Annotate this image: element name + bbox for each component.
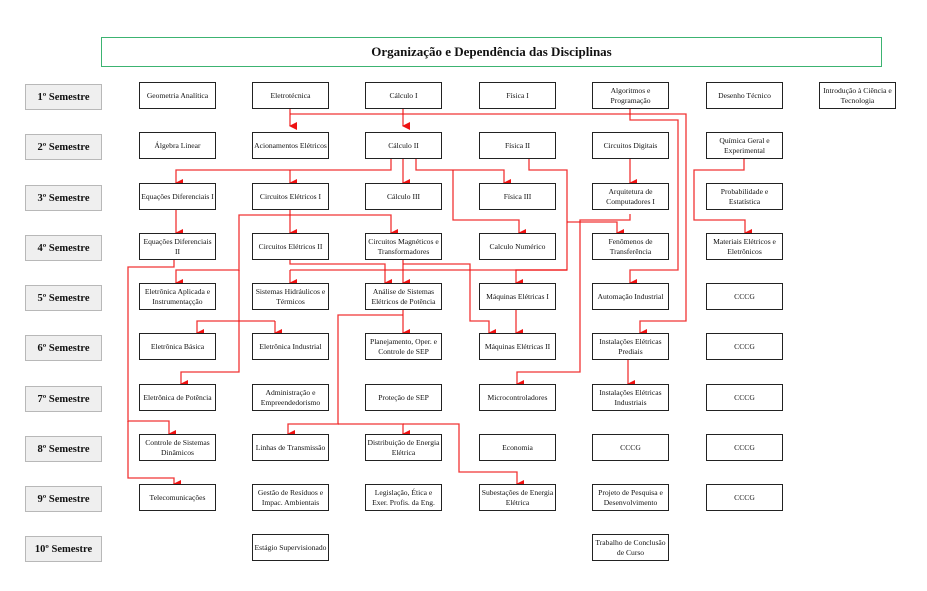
course-eletronica-aplicada: Eletrônica Aplicada e Instrumentaçção	[139, 283, 216, 310]
course-algebra-linear: Álgebra Linear	[139, 132, 216, 159]
link-circ1-circmag	[290, 214, 398, 237]
course-desenho-tecnico: Desenho Técnico	[706, 82, 783, 109]
course-eq-dif-2: Equações Diferenciais II	[139, 233, 216, 260]
course-instalacoes-industriais: Instalações Elétricas Industriais	[592, 384, 669, 411]
diagram-title: Organização e Dependência das Disciplina…	[371, 44, 612, 59]
course-linhas-transmissao: Linhas de Transmissão	[252, 434, 329, 461]
semester-label-4: 4º Semestre	[25, 235, 102, 261]
course-acionamentos: Acionamentos Elétricos	[252, 132, 329, 159]
semester-label-7: 7º Semestre	[25, 386, 102, 412]
link-calc2-fis3	[415, 158, 511, 187]
course-fenomenos: Fenômenos de Transferência	[592, 233, 669, 260]
course-maquinas-1: Máquinas Elétricas I	[479, 283, 556, 310]
semester-label-2: 2º Semestre	[25, 134, 102, 160]
course-administracao: Administração e Empreendedorismo	[252, 384, 329, 411]
course-gestao-residuos: Gestão de Resíduos e Impac. Ambientais	[252, 484, 329, 511]
course-fisica-3: Física III	[479, 183, 556, 210]
course-legislacao: Legislação, Ética e Exer. Profis. da Eng…	[365, 484, 442, 511]
course-economia: Economia	[479, 434, 556, 461]
course-circuitos-2: Circuitos Elétricos II	[252, 233, 329, 260]
course-subestacoes: Subestações de Energia Elétrica	[479, 484, 556, 511]
course-circuitos-digitais: Circuitos Digitais	[592, 132, 669, 159]
course-sistemas-hidraulicos: Sistemas Hidráulicos e Térmicos	[252, 283, 329, 310]
course-probabilidade: Probabilidade e Estatística	[706, 183, 783, 210]
course-calculo-1: Cálculo I	[365, 82, 442, 109]
course-eletronica-industrial: Eletrônica Industrial	[252, 333, 329, 360]
link-circ2-asep	[289, 259, 392, 287]
course-telecomunicacoes: Telecomunicações	[139, 484, 216, 511]
course-controle-sistemas: Controle de Sistemas Dinâmicos	[139, 434, 216, 461]
course-automacao: Automação Industrial	[592, 283, 669, 310]
semester-label-9: 9º Semestre	[25, 486, 102, 512]
course-eletronica-basica: Eletrônica Básica	[139, 333, 216, 360]
link-asep-distrib	[338, 423, 410, 438]
course-fisica-1: Física I	[479, 82, 556, 109]
course-algoritmos: Algoritmos e Programação	[592, 82, 669, 109]
semester-label-6: 6º Semestre	[25, 335, 102, 361]
course-cccg: CCCG	[706, 333, 783, 360]
course-eq-dif-1: Equações Diferenciais I	[139, 183, 216, 210]
semester-label-10: 10º Semestre	[25, 536, 102, 562]
course-calculo-numerico: Calculo Numérico	[479, 233, 556, 260]
course-quimica: Química Geral e Experimental	[706, 132, 783, 159]
course-fisica-2: Física II	[479, 132, 556, 159]
course-tcc: Trabalho de Conclusão de Curso	[592, 534, 669, 561]
course-introducao-ciencia: Introdução à Ciência e Tecnologia	[819, 82, 896, 109]
course-arquitetura: Arquitetura de Computadores I	[592, 183, 669, 210]
course-eletrotecnica: Eletrotécnica	[252, 82, 329, 109]
link-calc2-eqdif1	[175, 158, 392, 187]
course-cccg: CCCG	[592, 434, 669, 461]
course-cccg: CCCG	[706, 384, 783, 411]
course-circuitos-magneticos: Circuitos Magnéticos e Transformadores	[365, 233, 442, 260]
course-instalacoes-prediais: Instalações Elétricas Prediais	[592, 333, 669, 360]
course-maquinas-2: Máquinas Elétricas II	[479, 333, 556, 360]
semester-label-8: 8º Semestre	[25, 436, 102, 462]
course-microcontroladores: Microcontroladores	[479, 384, 556, 411]
course-analise-sep: Análise de Sistemas Elétricos de Potênci…	[365, 283, 442, 310]
course-eletronica-potencia: Eletrônica de Potência	[139, 384, 216, 411]
course-cccg: CCCG	[706, 283, 783, 310]
course-circuitos-1: Circuitos Elétricos I	[252, 183, 329, 210]
semester-label-1: 1º Semestre	[25, 84, 102, 110]
course-geometria-analitica: Geometria Analítica	[139, 82, 216, 109]
link-fis-fenom	[567, 221, 624, 237]
link-fis2-maq1	[515, 158, 568, 287]
semester-label-3: 3º Semestre	[25, 185, 102, 211]
course-protecao-sep: Proteção de SEP	[365, 384, 442, 411]
course-distribuicao: Distribuição de Energia Elétrica	[365, 434, 442, 461]
course-materiais: Materiais Elétricos e Eletrônicos	[706, 233, 783, 260]
course-planejamento-sep: Planejamento, Oper. e Controle de SEP	[365, 333, 442, 360]
diagram-title-box: Organização e Dependência das Disciplina…	[101, 37, 882, 67]
semester-label-5: 5º Semestre	[25, 285, 102, 311]
course-cccg: CCCG	[706, 484, 783, 511]
link-eletapl-eletbas	[196, 320, 275, 337]
course-cccg: CCCG	[706, 434, 783, 461]
course-projeto-pesquisa: Projeto de Pesquisa e Desenvolvimento	[592, 484, 669, 511]
course-calculo-2: Cálculo II	[365, 132, 442, 159]
course-calculo-3: Cálculo III	[365, 183, 442, 210]
course-estagio: Estágio Supervisionado	[252, 534, 329, 561]
